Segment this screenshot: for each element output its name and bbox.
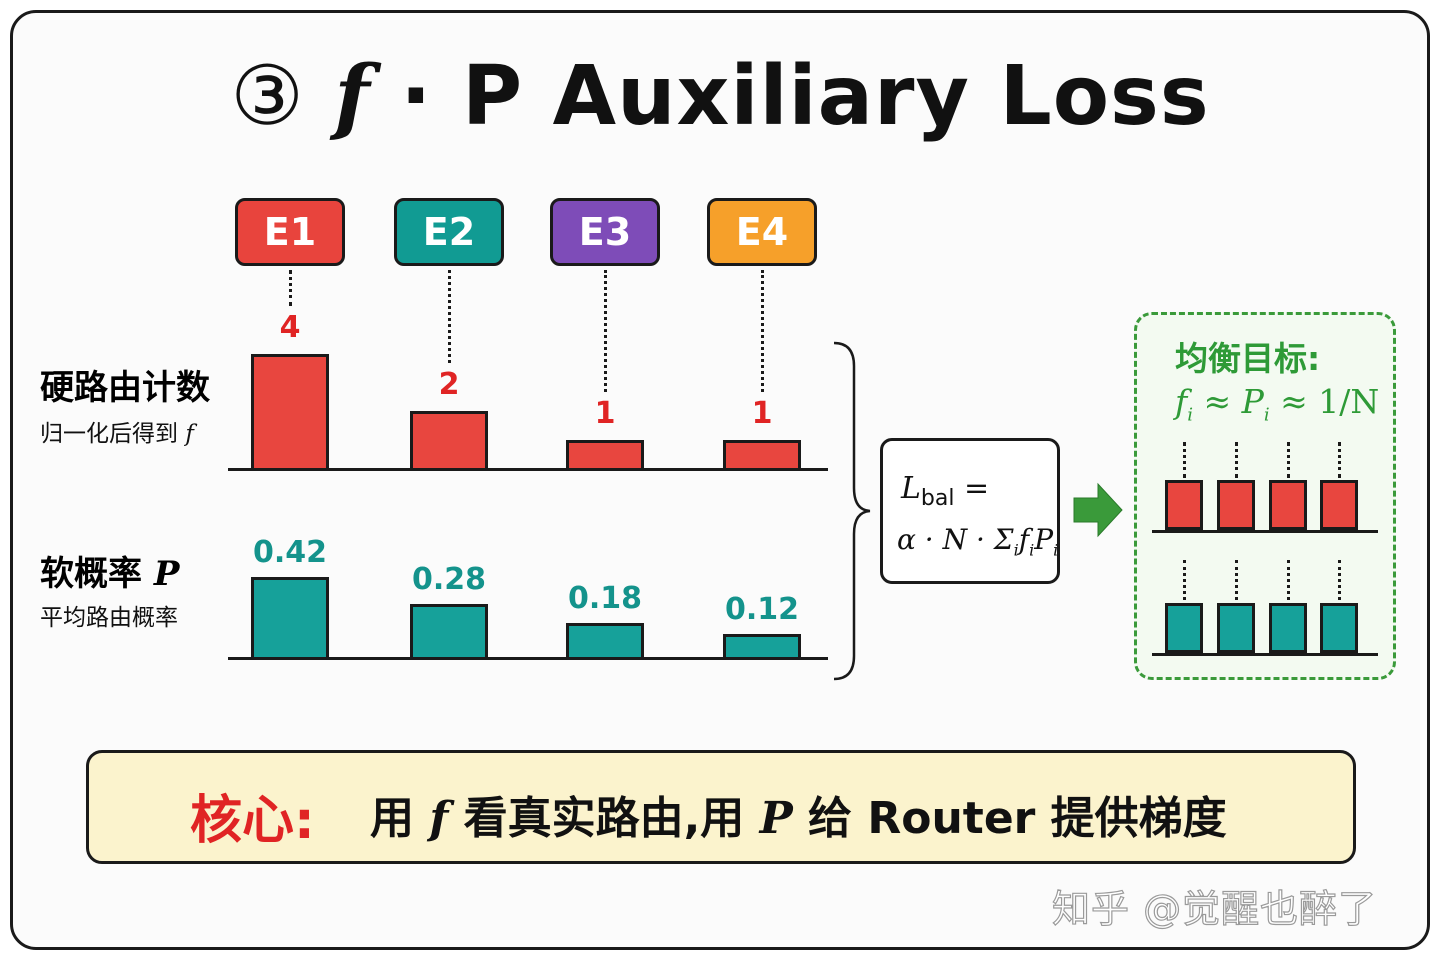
soft-prob-bar-e3 [566, 622, 644, 657]
goal-connector-hard-1 [1183, 442, 1186, 478]
goal-hard-bar-2 [1217, 480, 1255, 530]
hard-count-bar-e2 [410, 411, 488, 468]
expert-box-e1: E1 [235, 198, 345, 266]
goal-hard-bar-4 [1320, 480, 1358, 530]
goal-connector-hard-4 [1338, 442, 1341, 478]
right-arrow-icon [1073, 482, 1123, 538]
watermark: 知乎 @觉醒也醉了 [1051, 886, 1378, 931]
expert-connector-e2 [448, 270, 451, 363]
goal-connector-soft-3 [1287, 560, 1290, 600]
soft-prob-bar-e4 [723, 634, 801, 657]
goal-hard-bar-3 [1269, 480, 1307, 530]
soft-prob-bar-e2 [410, 603, 488, 657]
core-banner-text: 用 f 看真实路由,用 P 给 Router 提供梯度 [370, 793, 1227, 844]
soft-prob-bar-e1 [251, 577, 329, 657]
goal-soft-bar-2 [1217, 603, 1255, 653]
expert-connector-e1 [289, 270, 292, 306]
goal-soft-axis [1152, 653, 1378, 656]
hard-count-label-e2: 2 [438, 367, 460, 402]
loss-formula-rhs: α · N · ΣifiPi [897, 523, 1059, 560]
hard-count-label-e4: 1 [751, 395, 773, 431]
goal-hard-axis [1152, 530, 1378, 533]
balance-goal-formula: fi ≈ Pi ≈ 1/N [1175, 382, 1380, 426]
goal-connector-soft-4 [1338, 560, 1341, 600]
hard-routing-title: 硬路由计数 [40, 368, 210, 408]
soft-prob-label-e1: 0.42 [252, 535, 328, 571]
figure-title: ③ f · P Auxiliary Loss [230, 48, 1210, 144]
expert-box-e3: E3 [550, 198, 660, 266]
hard-axis [228, 468, 828, 471]
brace-icon [833, 341, 871, 681]
goal-hard-bar-1 [1165, 480, 1203, 530]
hard-count-bar-e1 [251, 354, 329, 468]
core-banner [86, 750, 1356, 864]
hard-count-label-e3: 1 [594, 395, 616, 431]
hard-count-bar-e4 [723, 439, 801, 468]
soft-prob-label-e2: 0.28 [411, 561, 487, 597]
hard-count-bar-e3 [566, 439, 644, 468]
loss-formula-box: Lbal = α · N · ΣifiPi [880, 438, 1060, 584]
soft-prob-subtitle: 平均路由概率 [40, 605, 178, 631]
goal-soft-bar-3 [1269, 603, 1307, 653]
expert-connector-e3 [604, 270, 607, 392]
goal-connector-hard-3 [1287, 442, 1290, 478]
soft-prob-title: 软概率 P [40, 554, 180, 594]
goal-soft-bar-1 [1165, 603, 1203, 653]
balance-goal-title: 均衡目标: [1175, 339, 1321, 378]
soft-prob-label-e3: 0.18 [567, 580, 643, 616]
soft-prob-label-e4: 0.12 [724, 592, 800, 628]
core-banner-key: 核心: [190, 791, 315, 851]
goal-connector-soft-2 [1235, 560, 1238, 600]
expert-box-e4: E4 [707, 198, 817, 266]
goal-connector-soft-1 [1183, 560, 1186, 600]
expert-connector-e4 [761, 270, 764, 392]
goal-connector-hard-2 [1235, 442, 1238, 478]
expert-box-e2: E2 [394, 198, 504, 266]
soft-axis [228, 657, 828, 660]
goal-soft-bar-4 [1320, 603, 1358, 653]
loss-formula-lhs: Lbal = [901, 471, 990, 511]
hard-routing-subtitle: 归一化后得到 f [40, 421, 194, 447]
hard-count-label-e1: 4 [279, 310, 301, 345]
